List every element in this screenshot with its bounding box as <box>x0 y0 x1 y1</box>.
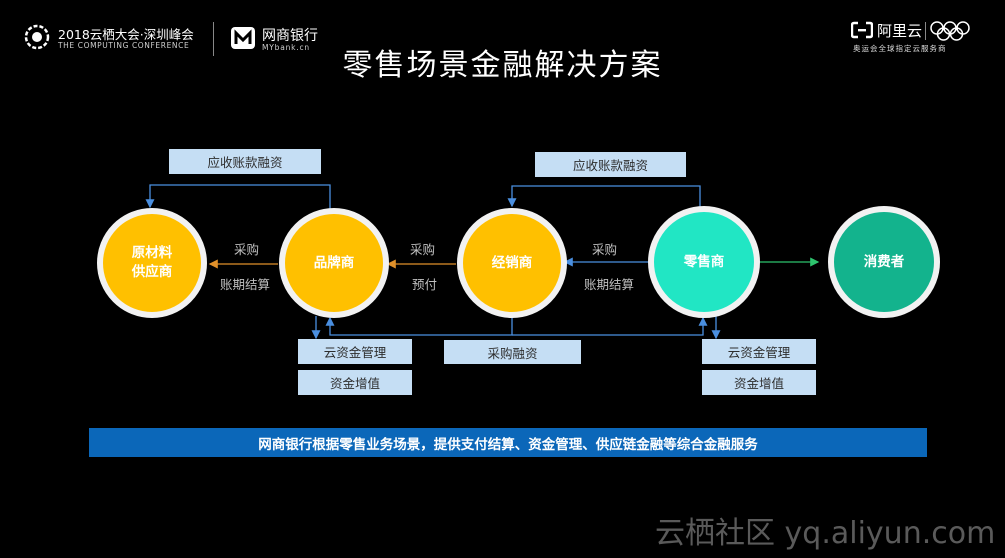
olympic-rings-icon <box>930 21 970 41</box>
retailer-node: 零售商 <box>648 206 760 318</box>
receivable-right-connector <box>507 185 701 208</box>
receivable-left-connector <box>145 184 331 209</box>
yunqi-conference-logo-icon <box>24 24 50 50</box>
purchase-financing-box: 采购融资 <box>444 340 581 364</box>
fund-appreciation-box-right: 资金增值 <box>702 370 816 395</box>
label-prepay: 预付 <box>412 277 438 292</box>
cloud-fund-management-box-left: 云资金管理 <box>298 339 412 364</box>
page-title: 零售场景金融解决方案 <box>342 48 663 83</box>
mybank-name: 网商银行 <box>262 28 318 44</box>
label-settlement-2: 账期结算 <box>584 277 635 292</box>
aliyun-name: 阿里云 <box>877 22 923 40</box>
watermark: 云栖社区 yq.aliyun.com <box>655 516 996 551</box>
receivable-financing-box-right: 应收账款融资 <box>535 152 686 177</box>
receivable-financing-box-left: 应收账款融资 <box>169 149 321 174</box>
conference-title: 2018云栖大会·深圳峰会 <box>58 27 194 42</box>
aliyun-subtitle: 奥运会全球指定云服务商 <box>853 44 947 53</box>
label-purchase-3: 采购 <box>592 242 618 257</box>
brand-node: 品牌商 <box>279 208 389 318</box>
label-settlement-1: 账期结算 <box>220 277 271 292</box>
mybank-logo-icon <box>231 27 255 49</box>
aliyun-logo-icon <box>851 21 873 39</box>
mybank-domain: MYbank.cn <box>262 43 310 52</box>
label-purchase-1: 采购 <box>234 242 260 257</box>
fund-appreciation-box-left: 资金增值 <box>298 370 412 395</box>
summary-banner: 网商银行根据零售业务场景，提供支付结算、资金管理、供应链金融等综合金融服务 <box>89 428 927 457</box>
raw-material-supplier-node: 原材料 供应商 <box>97 208 207 318</box>
purchase-finance-connector-left <box>325 316 513 336</box>
dealer-node: 经销商 <box>457 208 567 318</box>
purchase-finance-connector-right <box>512 316 708 336</box>
label-purchase-2: 采购 <box>410 242 436 257</box>
conference-subtitle: THE COMPUTING CONFERENCE <box>58 41 190 50</box>
header-divider <box>213 22 214 56</box>
cloud-fund-management-box-right: 云资金管理 <box>702 339 816 364</box>
aliyun-divider <box>925 22 926 40</box>
consumer-node: 消费者 <box>828 206 940 318</box>
